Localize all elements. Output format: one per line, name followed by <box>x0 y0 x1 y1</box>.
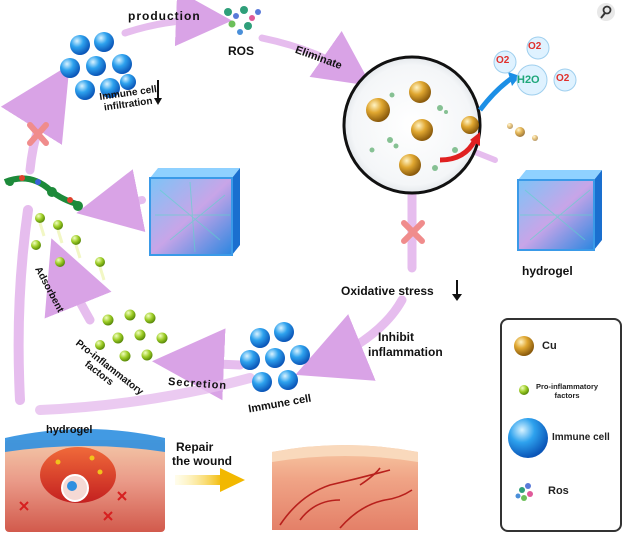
label-ros: ROS <box>228 44 255 58</box>
ros-cluster-icon <box>224 6 261 35</box>
legend-icons <box>508 336 548 501</box>
legend-immune-label: Immune cell <box>552 432 610 443</box>
down-arrow-head <box>452 294 462 301</box>
label-repair-wound: Repair the wound <box>172 440 232 468</box>
label-hydrogel-wound: hydrogel <box>46 424 93 436</box>
label-oxidative-stress: Oxidative stress <box>341 284 434 298</box>
proinflammatory-factor-icon <box>95 309 168 362</box>
legend-panel: Cu Pro-inflammatory factors Immune cell … <box>500 318 622 532</box>
ros-cluster-legend-icon <box>515 483 533 501</box>
hydrogel-cube-icon <box>149 168 240 256</box>
proinflammatory-factor-legend-icon <box>519 385 529 395</box>
o2-label-1: O2 <box>496 55 510 66</box>
cu-reaction-circle <box>342 55 482 195</box>
conversion-arrow <box>478 75 514 112</box>
label-hydrogel-right: hydrogel <box>522 264 573 278</box>
cu-nanoparticle-icon <box>514 336 534 356</box>
immune-cell-cluster-top <box>60 32 136 100</box>
down-arrow-icon <box>154 80 162 105</box>
legend-cu-label: Cu <box>542 340 557 352</box>
immune-cell-icon <box>508 418 548 458</box>
h2o-label: H2O <box>517 74 540 86</box>
hydrogel-cube-icon-right <box>517 170 602 251</box>
legend-ros-label: Ros <box>548 485 569 497</box>
o2-label-3: O2 <box>556 73 570 84</box>
search-icon[interactable] <box>597 3 615 21</box>
adsorption-chain <box>3 175 83 211</box>
legend-proinflammatory-label: Pro-inflammatory factors <box>536 382 599 400</box>
repair-arrow <box>175 468 245 492</box>
cu-particles-small <box>507 123 538 141</box>
immune-cell-cluster-bottom <box>240 322 310 392</box>
healthy-tissue <box>272 445 418 530</box>
oxygen-bubbles <box>493 36 577 96</box>
flow-arrows <box>0 0 498 415</box>
down-arrow-icon <box>456 280 458 296</box>
label-production: production <box>128 9 201 23</box>
o2-label-2: O2 <box>528 41 542 52</box>
cross-mark-icon <box>27 122 425 244</box>
label-inhibit-inflammation: Inhibit inflammation <box>368 330 443 359</box>
wound-tissue <box>5 429 165 532</box>
proinflammatory-factor-stream <box>31 213 106 281</box>
